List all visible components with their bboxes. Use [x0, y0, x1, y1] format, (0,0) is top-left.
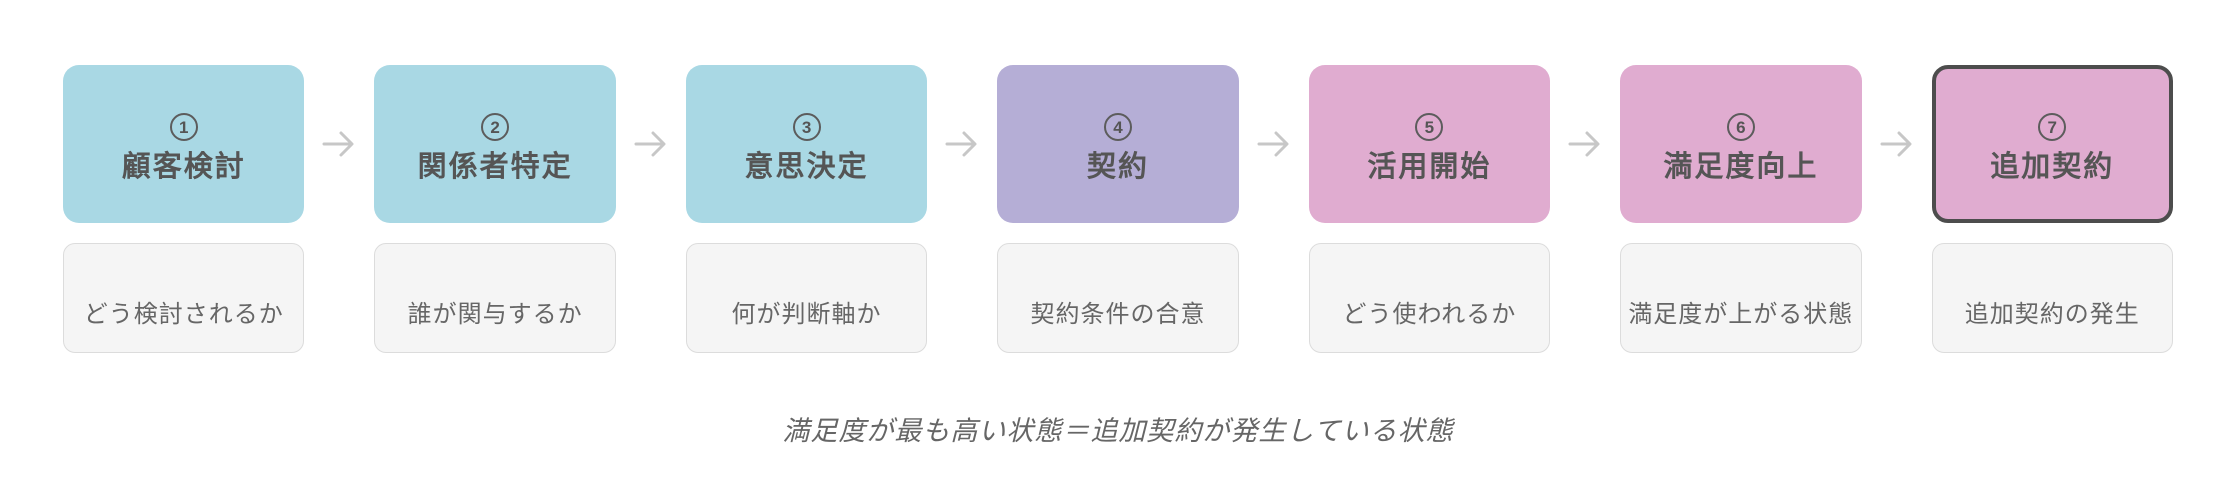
step-number: 1: [178, 117, 189, 137]
step-number-circle: 1: [169, 113, 198, 142]
step-box: 1 顧客検討: [63, 65, 305, 223]
step-title: 契約: [1086, 151, 1149, 184]
step-number-circle: 7: [2038, 113, 2067, 142]
step-column: 6 満足度向上 満足度が上がる状態: [1620, 65, 1862, 353]
step-box: 3 意思決定: [685, 65, 928, 223]
step-description-box: 追加契約の発生: [1931, 243, 2173, 353]
step-title: 満足度向上: [1663, 151, 1819, 184]
step-description: 誰が関与するか: [407, 300, 583, 328]
step-number-circle: 2: [481, 113, 510, 142]
step-box: 4 契約: [997, 65, 1239, 223]
arrow-right-icon: [1550, 65, 1620, 223]
step-description-box: 契約条件の合意: [997, 243, 1239, 353]
step-box: 6 満足度向上: [1620, 65, 1862, 223]
arrow-right-icon: [927, 65, 997, 223]
arrow-right-icon: [1862, 65, 1932, 223]
step-description: 契約条件の合意: [1030, 300, 1206, 328]
step-column: 3 意思決定 何が判断軸か: [685, 65, 928, 353]
step-title: 顧客検討: [121, 151, 246, 184]
step-number: 5: [1424, 117, 1435, 137]
arrow-right-icon: [304, 65, 374, 223]
step-description-box: どう検討されるか: [63, 243, 305, 353]
footer-note: 満足度が最も高い状態＝追加契約が発生している状態: [782, 416, 1454, 446]
step-title: 関係者特定: [417, 151, 573, 184]
step-description-box: どう使われるか: [1308, 243, 1551, 353]
step-title: 追加契約: [1990, 151, 2115, 184]
step-description: 追加契約の発生: [1964, 300, 2140, 328]
step-number: 7: [2047, 117, 2057, 137]
process-flow: 1 顧客検討 どう検討されるか 2 関係者特定 誰が関与するか: [63, 65, 2173, 353]
step-description-box: 何が判断軸か: [685, 243, 928, 353]
step-box: 5 活用開始: [1308, 65, 1551, 223]
step-description: 満足度が上がる状態: [1628, 300, 1854, 328]
step-title: 意思決定: [744, 151, 869, 184]
step-number-circle: 6: [1726, 113, 1755, 142]
step-description-box: 満足度が上がる状態: [1620, 243, 1862, 353]
step-box: 7 追加契約: [1931, 65, 2173, 223]
step-number-circle: 5: [1415, 113, 1444, 142]
step-title: 活用開始: [1367, 151, 1492, 184]
step-box: 2 関係者特定: [374, 65, 616, 223]
step-number: 4: [1113, 117, 1123, 137]
step-description: どう使われるか: [1342, 300, 1517, 328]
step-description: どう検討されるか: [83, 300, 284, 328]
step-column: 4 契約 契約条件の合意: [997, 65, 1239, 353]
step-number-circle: 3: [792, 113, 821, 142]
arrow-right-icon: [616, 65, 686, 223]
step-number: 6: [1736, 117, 1746, 137]
step-column: 1 顧客検討 どう検討されるか: [63, 65, 305, 353]
step-column: 7 追加契約 追加契約の発生: [1931, 65, 2173, 353]
step-column: 2 関係者特定 誰が関与するか: [374, 65, 616, 353]
step-description: 何が判断軸か: [731, 300, 882, 328]
step-number-circle: 4: [1103, 113, 1132, 142]
arrow-right-icon: [1239, 65, 1309, 223]
step-number: 2: [490, 117, 500, 137]
step-description-box: 誰が関与するか: [374, 243, 616, 353]
step-column: 5 活用開始 どう使われるか: [1308, 65, 1551, 353]
step-number: 3: [801, 117, 812, 137]
